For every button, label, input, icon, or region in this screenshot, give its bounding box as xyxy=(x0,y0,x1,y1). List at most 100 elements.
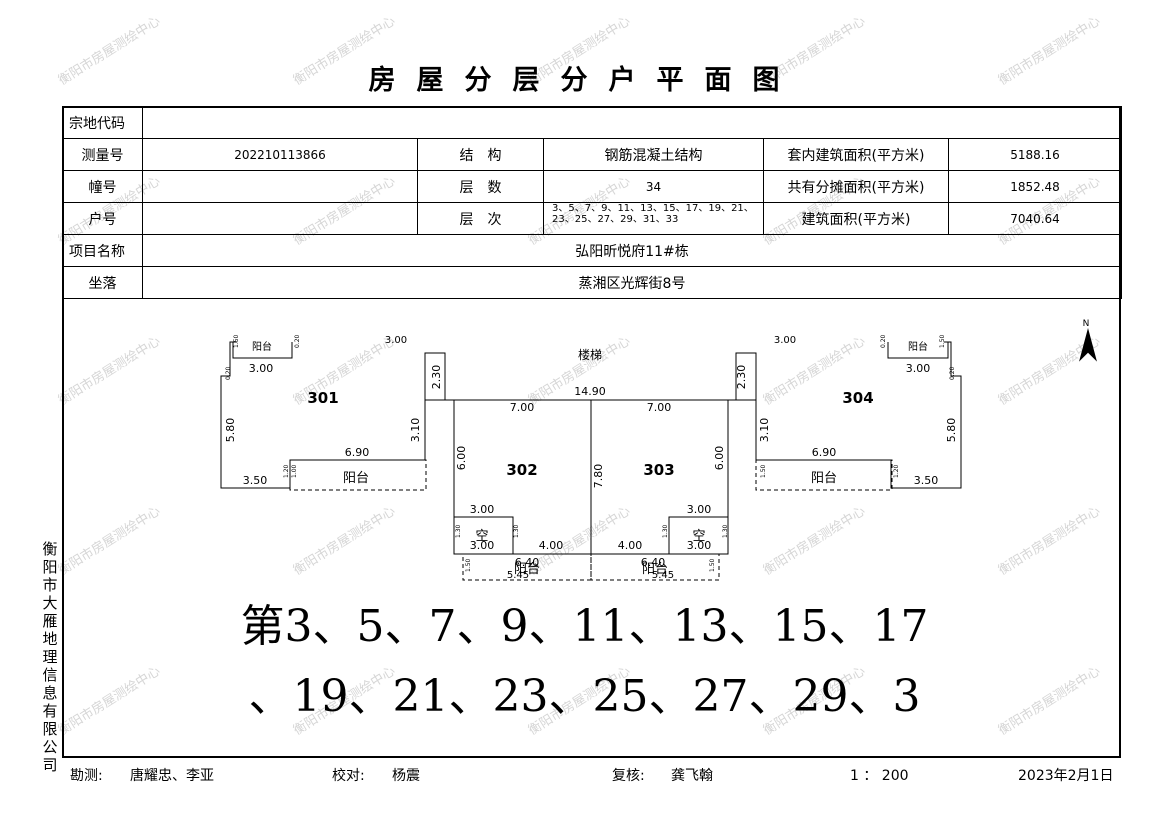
survey-no-label: 测量号 xyxy=(62,138,143,171)
dimension-label: 4.00 xyxy=(618,539,643,552)
balcony-label: 阳台 xyxy=(811,471,837,486)
void-label: 空 xyxy=(475,529,488,544)
dimension-label: 1.50 xyxy=(233,334,240,348)
location-label: 坐落 xyxy=(62,266,143,299)
dimension-label: 1.50 xyxy=(939,334,946,348)
dimension-label: 3.00 xyxy=(249,362,274,375)
dimension-label: 0.20 xyxy=(225,366,232,380)
dimension-label: 7.80 xyxy=(592,464,605,489)
balcony-label: 阳台 xyxy=(514,562,540,577)
table-row: 测量号 202210113866 结 构 钢筋混凝土结构 套内建筑面积(平方米)… xyxy=(62,138,1122,171)
dimension-label: 1.50 xyxy=(465,558,472,572)
dimension-label: 2.30 xyxy=(430,365,443,390)
dimension-label: 1.50 xyxy=(709,558,716,572)
dimension-label: 1.30 xyxy=(513,524,520,538)
dimension-label: 3.50 xyxy=(914,474,939,487)
void-302 xyxy=(454,516,514,554)
dimension-label: 6.40 xyxy=(641,556,666,569)
stair-label: 楼梯 xyxy=(578,347,602,362)
dimension-label: 3.00 xyxy=(906,362,931,375)
floor-list-value: 3、5、7、9、11、13、15、17、19、21、23、25、27、29、31… xyxy=(543,202,764,235)
floors-value: 34 xyxy=(543,170,764,203)
dimension-label: 6.00 xyxy=(455,446,468,471)
unit-303-outline xyxy=(590,399,729,555)
dimension-label: 2.30 xyxy=(735,365,748,390)
void-303 xyxy=(668,516,728,554)
review-label: 复核: xyxy=(612,768,645,784)
dimension-label: 1.50 xyxy=(760,464,767,478)
building-no-value xyxy=(142,170,418,203)
balcony-301-top xyxy=(232,342,293,359)
info-table: 宗地代码 测量号 202210113866 结 构 钢筋混凝土结构 套内建筑面积… xyxy=(62,106,1122,299)
dimension-label: 1.20 xyxy=(283,464,290,478)
dimension-label: 3.00 xyxy=(687,539,712,552)
unit-301-stair-wall xyxy=(424,352,446,400)
inner-area-label: 套内建筑面积(平方米) xyxy=(763,138,949,171)
check-label: 校对: xyxy=(332,768,365,784)
table-row: 户号 层 次 3、5、7、9、11、13、15、17、19、21、23、25、2… xyxy=(62,202,1122,235)
dimension-label: 3.00 xyxy=(385,335,407,346)
dimension-label: 7.00 xyxy=(510,401,535,414)
building-area-label: 建筑面积(平方米) xyxy=(763,202,949,235)
balcony-304-top xyxy=(887,342,949,359)
dimension-label: 6.90 xyxy=(812,446,837,459)
unit-label: 302 xyxy=(506,461,537,479)
table-row: 坐落 蒸湘区光辉街8号 xyxy=(62,266,1122,299)
survey-label: 勘测: xyxy=(70,768,103,784)
dimension-label: 14.90 xyxy=(574,385,606,398)
dimension-label: 3.10 xyxy=(409,418,422,443)
void-label: 空 xyxy=(692,529,705,544)
unit-label: 303 xyxy=(643,461,674,479)
dimension-label: 3.00 xyxy=(470,539,495,552)
unit-label: 304 xyxy=(842,389,873,407)
balcony-label: 阳台 xyxy=(343,471,369,486)
dimension-label: 3.00 xyxy=(470,503,495,516)
page-title: 房屋分层分户平面图 xyxy=(368,65,801,96)
checker: 杨震 xyxy=(392,768,420,784)
inner-area-value: 5188.16 xyxy=(948,138,1122,171)
floor-list-line-2: 、19、21、23、25、27、29、3 xyxy=(248,671,921,722)
dimension-label: 0.20 xyxy=(294,334,301,348)
dimension-label: 7.00 xyxy=(647,401,672,414)
dimension-label: 5.45 xyxy=(652,570,674,581)
balcony-label: 阳台 xyxy=(252,340,272,353)
dimension-label: 1.00 xyxy=(291,464,298,478)
building-no-label: 幢号 xyxy=(62,170,143,203)
balcony-label: 阳台 xyxy=(642,562,668,577)
shared-area-label: 共有分摊面积(平方米) xyxy=(763,170,949,203)
north-label: N xyxy=(1083,319,1090,329)
building-area-value: 7040.64 xyxy=(948,202,1122,235)
unit-304-stair-wall xyxy=(735,352,757,400)
dimension-label: 5.45 xyxy=(507,570,529,581)
unit-301-outline xyxy=(220,341,426,489)
dimension-label: 1.30 xyxy=(722,524,729,538)
balcony-label: 阳台 xyxy=(908,340,928,353)
dimension-label: 0.20 xyxy=(880,334,887,348)
structure-label: 结 构 xyxy=(417,138,544,171)
dimension-label: 5.80 xyxy=(224,418,237,443)
unit-label: 301 xyxy=(307,389,338,407)
dimension-label: 3.50 xyxy=(243,474,268,487)
dimension-label: 1.30 xyxy=(455,524,462,538)
dimension-label: 4.00 xyxy=(539,539,564,552)
north-arrow-icon xyxy=(1079,328,1097,362)
unit-no-label: 户号 xyxy=(62,202,143,235)
project-value: 弘阳昕悦府11#栋 xyxy=(142,234,1122,267)
floor-list-line-1: 第3、5、7、9、11、13、15、17 xyxy=(240,601,929,652)
scale: 1 ： 200 xyxy=(850,768,909,784)
company-name: 衡阳市大雁地理信息有限公司 xyxy=(42,540,58,774)
unit-304-outline xyxy=(755,341,962,489)
balcony-301-outline xyxy=(289,459,427,491)
dimension-label: 6.00 xyxy=(713,446,726,471)
dimension-label: 3.00 xyxy=(774,335,796,346)
shared-area-value: 1852.48 xyxy=(948,170,1122,203)
dimension-label: 6.40 xyxy=(515,556,540,569)
table-row: 幢号 层 数 34 共有分摊面积(平方米) 1852.48 xyxy=(62,170,1122,203)
balcony-304-outline xyxy=(755,459,893,491)
surveyors: 唐耀忠、李亚 xyxy=(130,768,214,784)
location-value: 蒸湘区光辉街8号 xyxy=(142,266,1122,299)
dimension-label: 5.80 xyxy=(945,418,958,443)
dimension-label: 1.30 xyxy=(662,524,669,538)
dimension-label: 0.20 xyxy=(949,366,956,380)
